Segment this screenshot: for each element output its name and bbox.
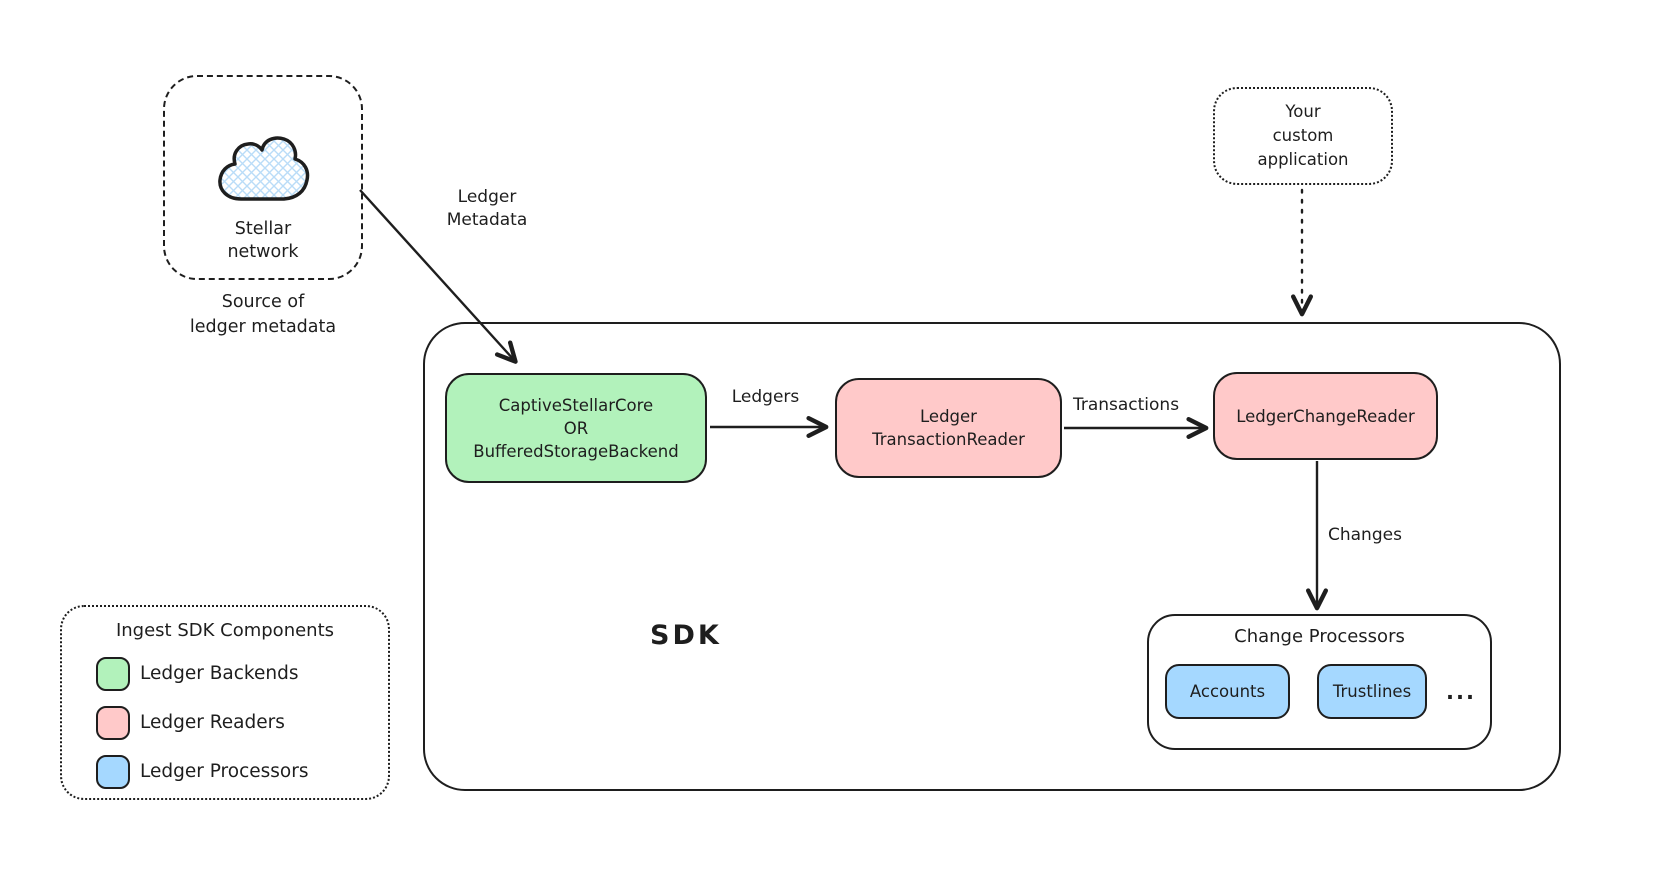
edge-label-ledger-metadata: Ledger Metadata xyxy=(446,187,528,230)
cloud-icon xyxy=(218,135,310,201)
ledger-transaction-reader-node: Ledger TransactionReader xyxy=(835,378,1062,478)
legend-item-ledger-readers: Ledger Readers xyxy=(96,705,285,740)
accounts-processor-node: Accounts xyxy=(1165,664,1290,719)
custom-application-node: Your custom application xyxy=(1213,87,1393,185)
legend-item-label: Ledger Readers xyxy=(140,712,285,733)
blue-swatch-icon xyxy=(96,754,130,789)
change-processors-title: Change Processors xyxy=(1234,626,1405,647)
more-processors-ellipsis: ... xyxy=(1446,679,1476,704)
pink-swatch-icon xyxy=(96,705,130,740)
legend-item-label: Ledger Backends xyxy=(140,663,299,684)
green-swatch-icon xyxy=(96,656,130,691)
ledger-backend-node: CaptiveStellarCore OR BufferedStorageBac… xyxy=(445,373,707,483)
legend-item-label: Ledger Processors xyxy=(140,761,309,782)
edge-label-transactions: Transactions xyxy=(1072,395,1180,415)
source-caption: Source of ledger metadata xyxy=(189,292,337,337)
legend-title: Ingest SDK Components xyxy=(115,620,335,641)
sdk-label: SDK xyxy=(650,620,722,651)
stellar-network-label: Stellar network xyxy=(227,218,299,262)
trustlines-processor-node: Trustlines xyxy=(1317,664,1427,719)
edge-label-changes: Changes xyxy=(1328,525,1402,545)
stellar-network-node: Stellar network xyxy=(163,75,363,280)
legend-item-ledger-backends: Ledger Backends xyxy=(96,656,298,691)
legend-item-ledger-processors: Ledger Processors xyxy=(96,754,308,789)
change-processors-group: Change Processors Accounts Trustlines ..… xyxy=(1147,614,1492,750)
legend: Ingest SDK Components Ledger Backends Le… xyxy=(60,605,390,800)
edge-label-ledgers: Ledgers xyxy=(731,387,800,407)
ledger-change-reader-node: LedgerChangeReader xyxy=(1213,372,1438,460)
